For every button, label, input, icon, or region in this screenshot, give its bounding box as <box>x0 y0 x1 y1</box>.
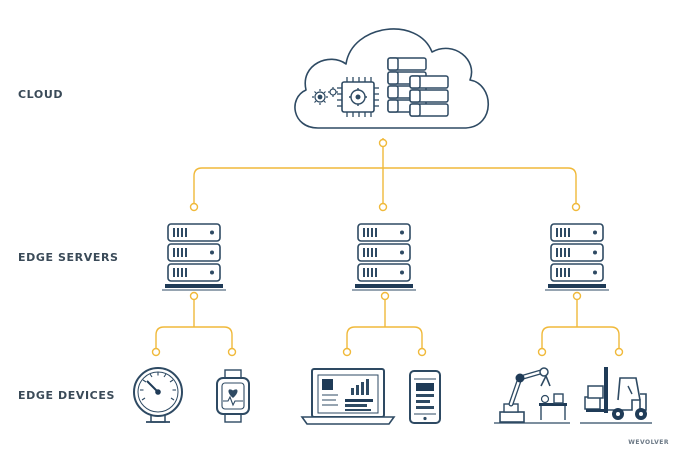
tablet-icon <box>409 370 441 424</box>
laptop-dashboard-icon <box>300 368 396 425</box>
server-rack-icon <box>545 224 609 290</box>
brand-watermark: WEVOLVER <box>628 439 669 446</box>
smartwatch-icon <box>216 369 250 423</box>
connectors <box>155 138 620 352</box>
tier-label-cloud: CLOUD <box>18 88 64 101</box>
pressure-gauge-icon <box>133 367 183 423</box>
gears-icon <box>312 87 338 105</box>
server-rack-icon <box>352 224 416 290</box>
robot-arm-icon <box>494 367 570 424</box>
forklift-icon <box>580 367 652 424</box>
connector-nodes <box>151 138 624 357</box>
tier-label-edge-devices: EDGE DEVICES <box>18 389 115 402</box>
processor-chip-icon <box>337 77 379 117</box>
server-rack-icon <box>162 224 226 290</box>
tier-label-edge-servers: EDGE SERVERS <box>18 251 119 264</box>
